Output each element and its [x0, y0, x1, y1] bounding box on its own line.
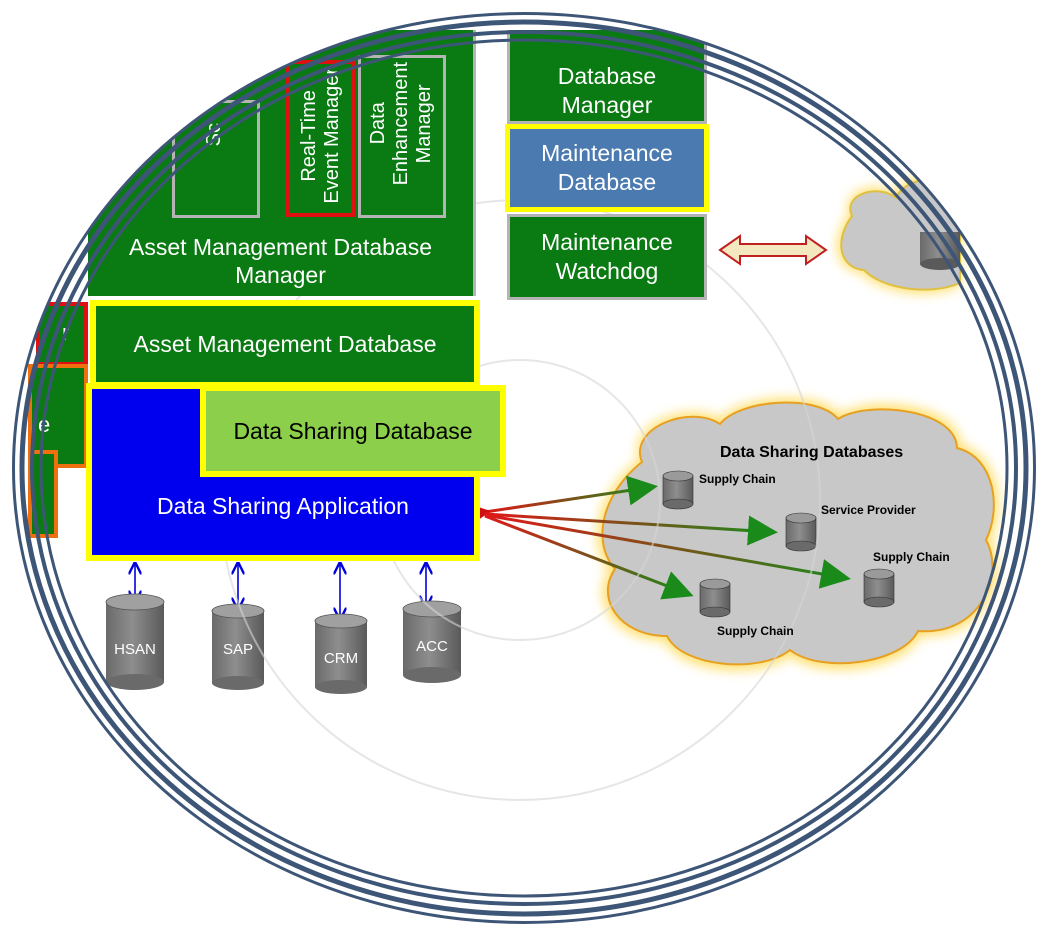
cloud-node-supply-chain-1: Supply Chain: [699, 472, 776, 486]
acc-label: ACC: [416, 638, 448, 655]
data-sharing-application-label: Data Sharing Application: [157, 493, 409, 520]
left-partial-e-label: e: [38, 412, 51, 437]
crm-label: CRM: [323, 650, 359, 667]
data-enhancement-manager-label: Data Enhancement Manager: [367, 62, 435, 186]
left-partial-r-label: r: [62, 320, 70, 345]
asset-mgmt-database-label: Asset Management Database: [133, 330, 437, 357]
cloud-node-supply-chain-3: Supply Chain: [717, 624, 794, 638]
maintenance-cloud: [837, 175, 961, 293]
asset-mgmt-db-manager-label: Asset Management Database Manager: [128, 233, 432, 289]
data-sharing-database-box: Data Sharing Database: [200, 385, 506, 477]
app-to-db-arrows: [135, 565, 426, 617]
database-manager-label: Database Manager: [557, 62, 657, 118]
cloud-title: Data Sharing Databases: [720, 444, 904, 461]
maintenance-database-label: Maintenance Database: [541, 140, 673, 195]
maintenance-watchdog-box: Maintenance Watchdog: [507, 214, 707, 300]
sc-label: Sc: [203, 123, 225, 147]
cloud-node-service-provider: Service Provider: [821, 503, 916, 517]
database-manager-box: Database Manager: [507, 30, 707, 124]
realtime-event-manager-label: Real-Time Event Manager: [298, 68, 343, 204]
asset-mgmt-database-box: Asset Management Database: [90, 300, 480, 388]
realtime-event-manager-box: Real-Time Event Manager: [286, 60, 356, 217]
data-sharing-database-label: Data Sharing Database: [233, 417, 473, 444]
data-enhancement-manager-box: Data Enhancement Manager: [358, 55, 446, 218]
sap-label: SAP: [222, 641, 253, 658]
sc-box: Sc: [172, 100, 260, 218]
maintenance-watchdog-label: Maintenance Watchdog: [541, 229, 673, 284]
hsan-label: HSAN: [114, 641, 156, 658]
watchdog-arrow: [718, 234, 828, 266]
cloud-node-supply-chain-2: Supply Chain: [873, 550, 950, 564]
maintenance-database-box: Maintenance Database: [505, 124, 709, 212]
